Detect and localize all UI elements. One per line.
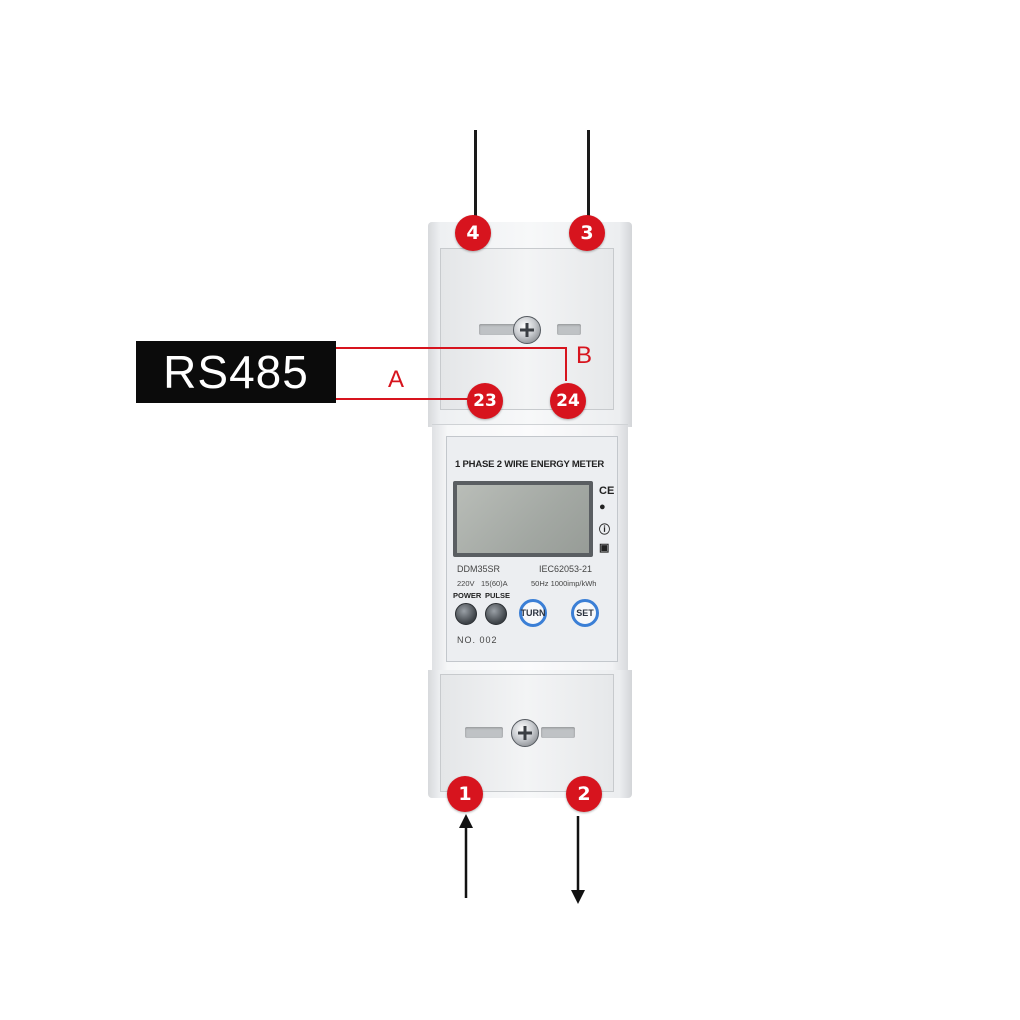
top-slot-left <box>479 324 519 335</box>
frequency-text: 50Hz 1000imp/kWh <box>531 579 597 588</box>
bottom-slot-left <box>465 727 503 738</box>
meter-title: 1 PHASE 2 WIRE ENERGY METER <box>455 459 605 470</box>
terminal-2-badge: 2 <box>566 776 602 812</box>
bottom-terminal-cover <box>440 674 614 792</box>
arrow-up-icon <box>459 814 473 898</box>
terminal-1-badge: 1 <box>447 776 483 812</box>
rs485-label: RS485 <box>136 341 336 403</box>
wire-label-b: B <box>576 342 593 369</box>
top-terminal-cover <box>440 248 614 410</box>
terminal-23-badge: 23 <box>467 383 503 419</box>
lcd-display <box>453 481 593 557</box>
top-slot-right <box>557 324 581 335</box>
voltage-text: 220V <box>457 579 475 588</box>
turn-button[interactable]: TURN <box>519 599 547 627</box>
wire-b-horizontal <box>336 347 566 349</box>
square-icon: ▣ <box>599 542 610 554</box>
arrow-down-icon <box>571 816 585 904</box>
meter-front-label: 1 PHASE 2 WIRE ENERGY METER CE ● ⓘ ▣ DDM… <box>446 436 618 662</box>
set-button[interactable]: SET <box>571 599 599 627</box>
standard-text: IEC62053-21 <box>539 564 593 574</box>
pulse-label: PULSE <box>485 591 511 600</box>
pulse-led <box>485 603 507 625</box>
ce-mark: CE <box>599 485 615 497</box>
bottom-screw-icon <box>511 719 539 747</box>
top-screw-icon <box>513 316 541 344</box>
model-text: DDM35SR <box>457 564 501 574</box>
power-led <box>455 603 477 625</box>
terminal-24-badge: 24 <box>550 383 586 419</box>
class-icon: ● <box>599 501 606 513</box>
terminal-4-badge: 4 <box>455 215 491 251</box>
wire-label-a: A <box>388 366 405 393</box>
wire-b-vertical <box>565 347 567 381</box>
wire-a-horizontal <box>336 398 468 400</box>
info-icon: ⓘ <box>599 524 610 536</box>
power-label: POWER <box>453 591 482 600</box>
serial-number: NO. 002 <box>457 635 498 645</box>
current-text: 15(60)A <box>481 579 508 588</box>
bottom-slot-right <box>541 727 575 738</box>
wire-terminal-3 <box>587 130 590 226</box>
wire-terminal-4 <box>474 130 477 226</box>
terminal-3-badge: 3 <box>569 215 605 251</box>
bottom-arrows <box>459 814 585 904</box>
